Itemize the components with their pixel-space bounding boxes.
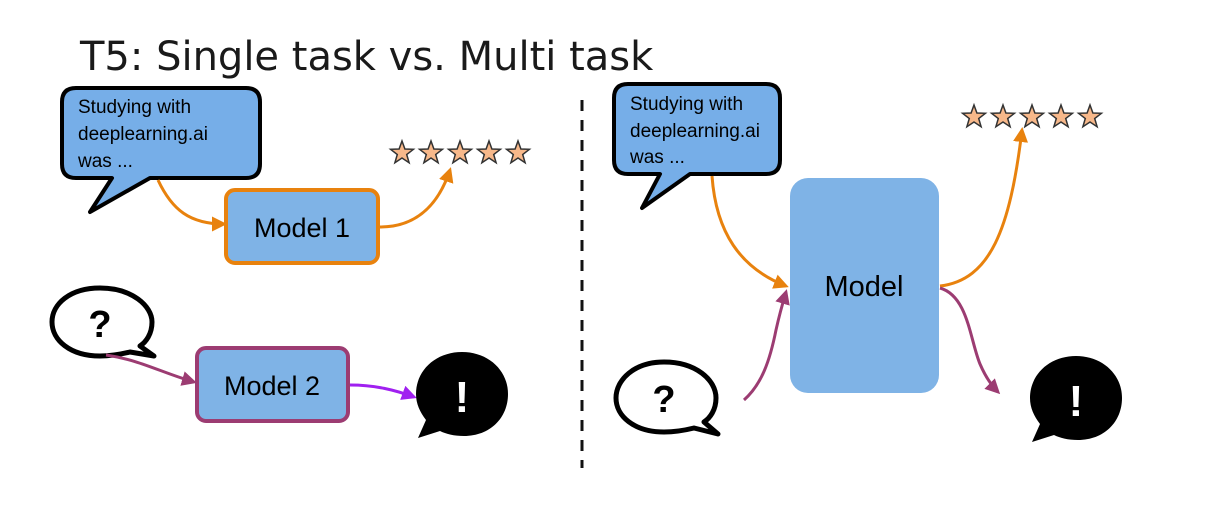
model-2-label: Model 2 (224, 371, 320, 401)
right-question-mark: ? (652, 379, 675, 421)
star-icon (990, 104, 1016, 128)
star-icon (418, 140, 444, 164)
right-exclamation-mark: ! (1069, 377, 1084, 426)
left-input-speech-bubble: Studying with deeplearning.ai was ... (60, 86, 262, 214)
right-input-line-3: was ... (629, 147, 685, 168)
left-input-line-1: Studying with (78, 97, 191, 118)
arrow-icon (939, 127, 1029, 288)
star-icon (1019, 104, 1045, 128)
speech-bubble-icon (60, 86, 262, 214)
left-question-mark: ? (88, 304, 111, 346)
model-1-label: Model 1 (254, 213, 350, 243)
shared-model-label: Model (825, 271, 904, 303)
question-bubble-icon (613, 359, 721, 437)
right-five-star-rating (961, 104, 1103, 128)
star-icon (1048, 104, 1074, 128)
left-input-line-3: was ... (77, 151, 133, 172)
star-icon (1077, 104, 1103, 128)
left-question-bubble: ? (49, 285, 157, 359)
speech-bubble-icon (612, 82, 782, 210)
arrow-icon (156, 179, 227, 232)
exclamation-bubble-icon (1030, 356, 1122, 442)
right-answer-bubble: ! (1030, 356, 1122, 442)
star-icon (961, 104, 987, 128)
arrow-icon (710, 175, 789, 289)
left-exclamation-mark: ! (455, 373, 470, 422)
arrow-icon (349, 383, 417, 400)
left-input-line-2: deeplearning.ai (78, 124, 208, 145)
model-1-box: Model 1 (224, 188, 380, 265)
arrow-icon (742, 289, 790, 402)
model-2-box: Model 2 (195, 346, 350, 423)
arrow-icon (379, 167, 454, 229)
star-icon (447, 140, 473, 164)
right-input-line-2: deeplearning.ai (630, 121, 760, 142)
right-input-line-1: Studying with (630, 94, 743, 115)
question-bubble-icon (49, 285, 157, 359)
shared-model-box: Model (790, 178, 939, 393)
exclamation-bubble-icon (416, 352, 508, 438)
right-input-speech-bubble: Studying with deeplearning.ai was ... (612, 82, 782, 210)
left-answer-bubble: ! (416, 352, 508, 438)
arrow-icon (105, 353, 197, 386)
star-icon (476, 140, 502, 164)
right-question-bubble: ? (613, 359, 721, 437)
slide-title: T5: Single task vs. Multi task (79, 34, 654, 80)
arrow-icon (939, 286, 1001, 395)
star-icon (389, 140, 415, 164)
star-icon (505, 140, 531, 164)
left-five-star-rating (389, 140, 531, 164)
